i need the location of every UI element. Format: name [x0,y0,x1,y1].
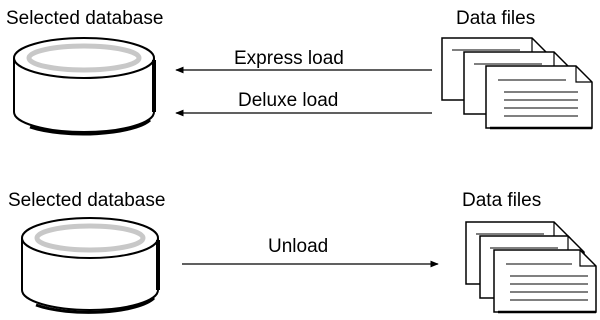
load-database-icon [13,37,156,136]
load-files-label: Data files [456,8,536,29]
load-files-icon [441,37,593,130]
unload-files-icon [465,221,597,314]
express-load-label: Express load [234,48,344,69]
deluxe-load-label: Deluxe load [238,90,339,111]
unload-database-label: Selected database [8,190,166,211]
unload-database-icon [21,217,160,314]
unload-label: Unload [268,236,329,257]
unload-files-label: Data files [462,190,542,211]
load-database-label: Selected database [6,8,164,29]
